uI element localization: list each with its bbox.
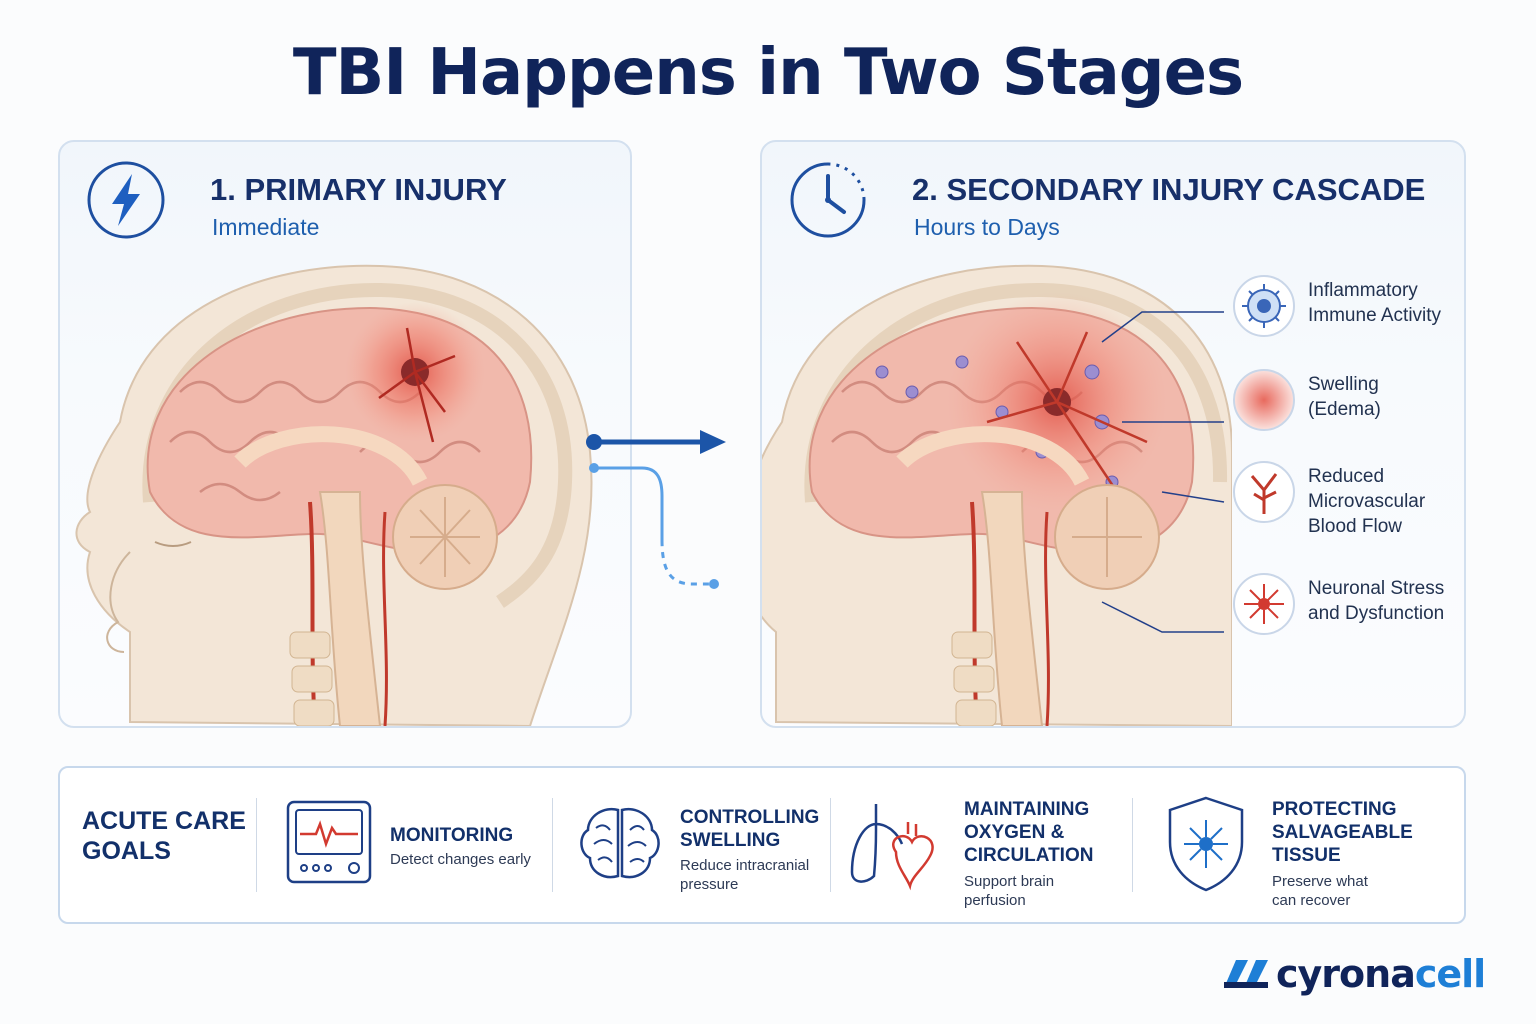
head-cascade-illustration [762,264,1232,726]
goal-title: MONITORING [390,825,514,846]
shield-neuron-icon [1168,796,1244,892]
goals-title: ACUTE CARE GOALS [82,807,246,865]
divider [256,798,257,892]
monitor-icon [286,800,372,884]
divider [830,798,831,892]
clock-icon [790,162,866,238]
brand-prefix: cyrona [1276,952,1416,996]
goal-controlling-swelling: CONTROLLING SWELLING Reduce intracranial… [574,768,834,922]
secondary-injury-panel: 2. SECONDARY INJURY CASCADE Hours to Day… [760,140,1466,728]
brain-icon [580,807,660,879]
blood-vessel-icon [1233,461,1295,523]
goal-desc: Support brain perfusion [964,873,1055,909]
swelling-icon [1233,369,1295,431]
lungs-heart-icon [850,804,934,891]
lightning-bolt-icon [87,161,165,239]
legend-neuronal-stress: Neuronal Stress and Dysfunction [1232,572,1462,642]
acute-care-goals-bar: ACUTE CARE GOALS MONITORING Detect chang… [58,766,1466,924]
divider [552,798,553,892]
page-title: TBI Happens in Two Stages [292,36,1244,110]
goal-title: MAINTAINING OXYGEN & CIRCULATION [964,799,1094,866]
goal-monitoring: MONITORING Detect changes early [286,768,556,922]
primary-heading: 1. PRIMARY INJURY [210,172,507,207]
secondary-subheading: Hours to Days [914,214,1060,240]
legend-inflammatory: Inflammatory Immune Activity [1232,274,1462,344]
brand-logo: cyronacell [1222,952,1494,996]
brand-mark-icon [1224,960,1268,988]
goal-oxygen-circulation: MAINTAINING OXYGEN & CIRCULATION Support… [846,768,1126,922]
legend-swelling: Swelling (Edema) [1232,368,1462,438]
primary-subheading: Immediate [212,214,320,240]
legend-label: Swelling (Edema) [1308,374,1381,420]
goal-protecting-tissue: PROTECTING SALVAGEABLE TISSUE Preserve w… [1164,768,1444,922]
goal-desc: Detect changes early [390,851,531,868]
neuron-icon [1233,573,1295,635]
secondary-heading: 2. SECONDARY INJURY CASCADE [912,172,1426,207]
goal-desc: Preserve what can recover [1272,873,1368,909]
legend-blood-flow: Reduced Microvascular Blood Flow [1232,460,1462,537]
goal-title: PROTECTING SALVAGEABLE TISSUE [1272,799,1413,866]
head-cross-section-illustration [75,264,593,726]
primary-injury-panel: 1. PRIMARY INJURY Immediate [58,140,632,728]
brand-suffix: cell [1414,952,1486,996]
divider [1132,798,1133,892]
goal-title: CONTROLLING SWELLING [680,807,820,851]
immune-cell-icon [1233,275,1295,337]
brand-name: cyronacell [1276,952,1486,996]
legend-label: Reduced Microvascular Blood Flow [1308,466,1426,537]
stage-transition-arrows [586,430,726,589]
legend-label: Inflammatory Immune Activity [1308,280,1442,326]
legend-label: Neuronal Stress and Dysfunction [1308,578,1445,624]
goal-desc: Reduce intracranial pressure [680,857,810,893]
